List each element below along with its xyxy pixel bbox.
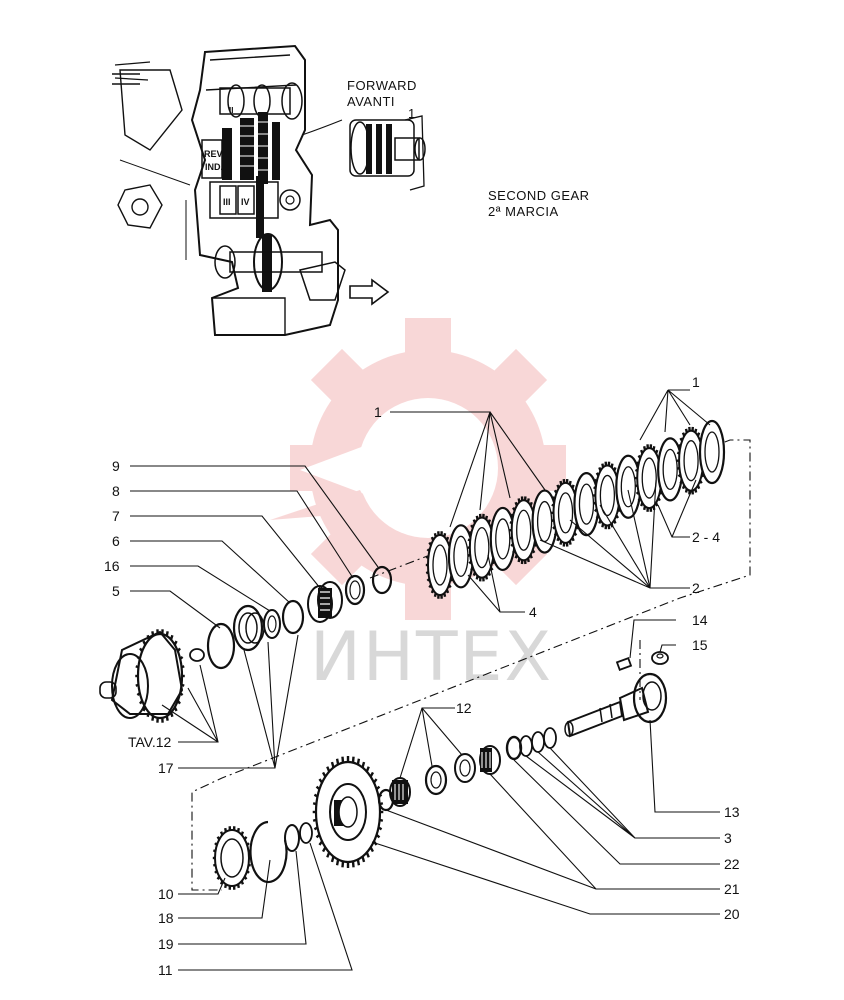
inset-callout-1: 1 (408, 106, 416, 121)
callout-2: 2 (692, 580, 700, 596)
callout-14: 14 (692, 612, 708, 628)
callout-13: 13 (724, 804, 740, 820)
clutch-hub-gear (99, 629, 185, 723)
callout-11: 11 (158, 962, 173, 978)
callout-16: 16 (104, 558, 120, 574)
caption-gear-it: 2ª MARCIA (488, 204, 559, 219)
callout-21: 21 (724, 881, 740, 897)
callout-10: 10 (158, 886, 174, 902)
clutch-disc-plain (698, 419, 726, 485)
part-race (232, 604, 265, 652)
part-16-washer (263, 609, 281, 639)
part-6-ring (281, 599, 305, 635)
part-13-shaft (564, 672, 668, 738)
part-3-ring-a (543, 727, 557, 749)
part-12-needle-bearing-a (479, 745, 501, 775)
left-shaft-parts (99, 565, 393, 723)
callout-6: 6 (112, 533, 120, 549)
part-10-toothed-disc (212, 826, 252, 890)
callout-tav12: TAV.12 (128, 734, 172, 750)
caption-forward-it: AVANTI (347, 94, 395, 109)
callout-15: 15 (692, 637, 708, 653)
part-22-ring (505, 735, 523, 761)
part-18-circlip (249, 820, 288, 884)
callout-4: 4 (529, 604, 537, 620)
callout-7: 7 (112, 508, 120, 524)
part-12-ring (424, 764, 448, 796)
gear-mark-ii: II (229, 106, 233, 115)
part-14-pin (615, 657, 633, 671)
watermark-logo (270, 318, 566, 620)
gear-mark-rev: REV. (204, 149, 224, 159)
caption-gear-en: SECOND GEAR (488, 188, 590, 203)
callout-8: 8 (112, 483, 120, 499)
part-15-nut (651, 651, 669, 665)
callout-18: 18 (158, 910, 174, 926)
gear-mark-iii: III (223, 197, 231, 207)
part-12-spacer (454, 753, 476, 783)
callout-numbers: 1 1 2 - 4 2 4 9 8 7 6 16 5 TAV.12 17 14 … (104, 374, 740, 978)
callout-3: 3 (724, 830, 732, 846)
clutch-pack-inset-illustration (349, 115, 426, 191)
callout-1-top-right: 1 (692, 374, 700, 390)
part-11-ring (299, 822, 313, 844)
part-19-ring (284, 824, 300, 852)
gear-mark-ind: IND. (205, 162, 223, 172)
callout-17: 17 (158, 760, 174, 776)
gear-mark-iv: IV (241, 197, 250, 207)
part-9-ring (371, 565, 393, 595)
part-3-ring-b (531, 731, 545, 753)
assembly-center-lines (191, 439, 751, 891)
callout-2-4: 2 - 4 (692, 529, 720, 545)
callout-12: 12 (456, 700, 472, 716)
callout-22: 22 (724, 856, 740, 872)
callout-9: 9 (112, 458, 120, 474)
watermark-text: ИНТЕХ (310, 618, 553, 697)
callout-20: 20 (724, 906, 740, 922)
part-7-bearing (307, 581, 343, 623)
callout-1-upper: 1 (374, 404, 382, 420)
callout-19: 19 (158, 936, 174, 952)
part-20-gear (312, 756, 384, 868)
part-5-ring (206, 622, 236, 670)
part-8-ring (344, 574, 366, 606)
leader-lines (130, 389, 720, 971)
caption-forward-en: FORWARD (347, 78, 417, 93)
clutch-disc-plain (489, 506, 516, 572)
transmission-cutaway-illustration: REV. IND. II III IV (112, 44, 390, 336)
callout-5: 5 (112, 583, 120, 599)
